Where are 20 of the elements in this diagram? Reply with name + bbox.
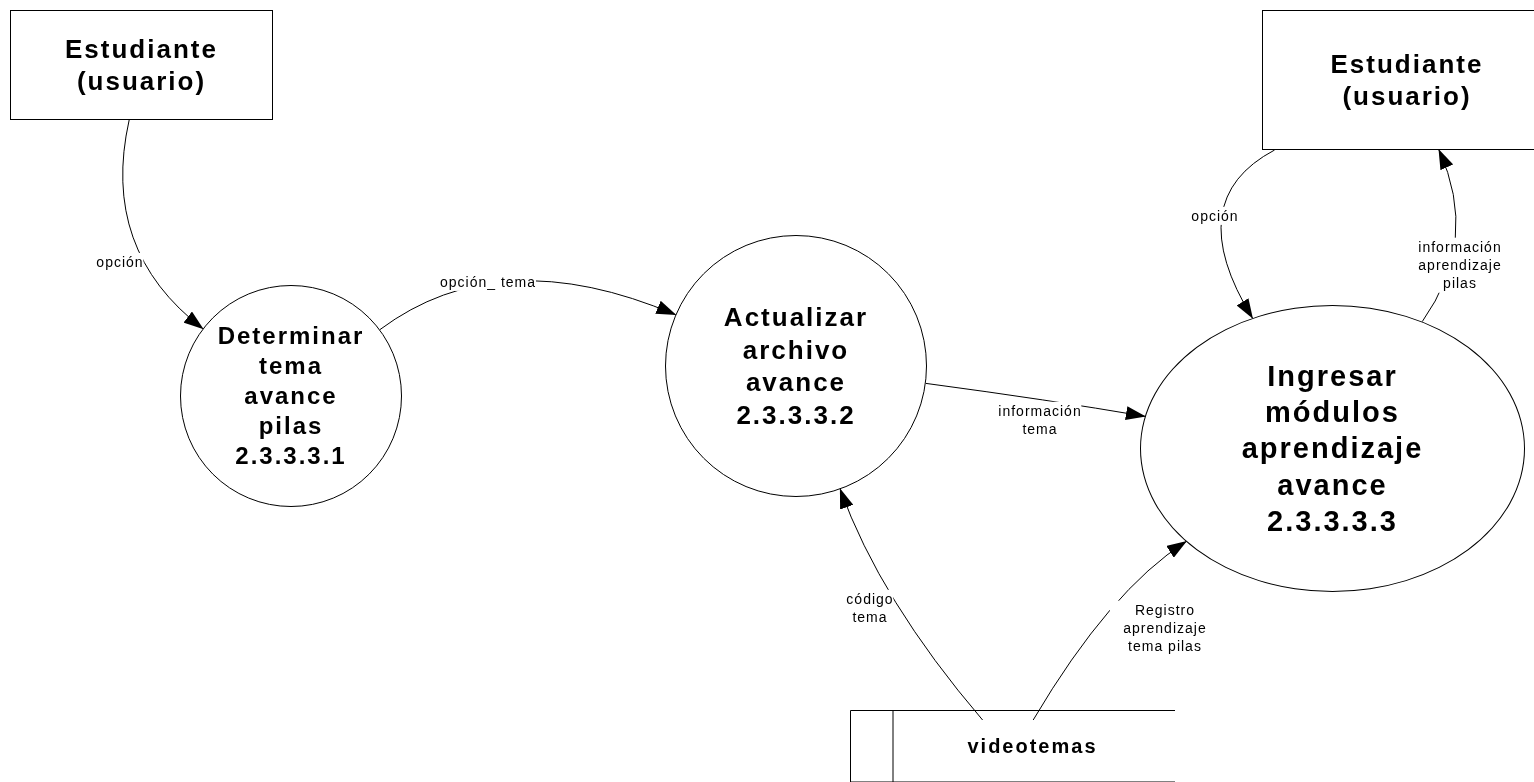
process-circle [1140, 305, 1525, 592]
process-number: 2.3.3.3.3 [1267, 503, 1398, 539]
edge-label: opción [96, 252, 144, 272]
node-label: Actualizar archivo avance [723, 301, 869, 399]
edge-label: opción [1191, 206, 1239, 226]
node-label: Estudiante (usuario) [1329, 47, 1485, 113]
process-number: 2.3.3.3.1 [235, 441, 347, 471]
flow-arrow [1220, 149, 1276, 319]
data-store [850, 710, 1175, 782]
flow-arrow [839, 488, 984, 721]
node-label: videotemas [967, 733, 1098, 759]
node-label: Estudiante (usuario) [64, 32, 219, 98]
flow-arrow [122, 119, 204, 330]
process-number: 2.3.3.3.2 [736, 398, 856, 431]
entity-box [10, 10, 273, 120]
flow-arrow [1032, 541, 1187, 721]
node-label: Determinar tema avance pilas [217, 321, 365, 441]
entity-box [1262, 10, 1534, 150]
node-label: Ingresar módulos aprendizaje avance [1241, 358, 1424, 503]
edge-label: información aprendizaje pilas [1418, 237, 1502, 293]
